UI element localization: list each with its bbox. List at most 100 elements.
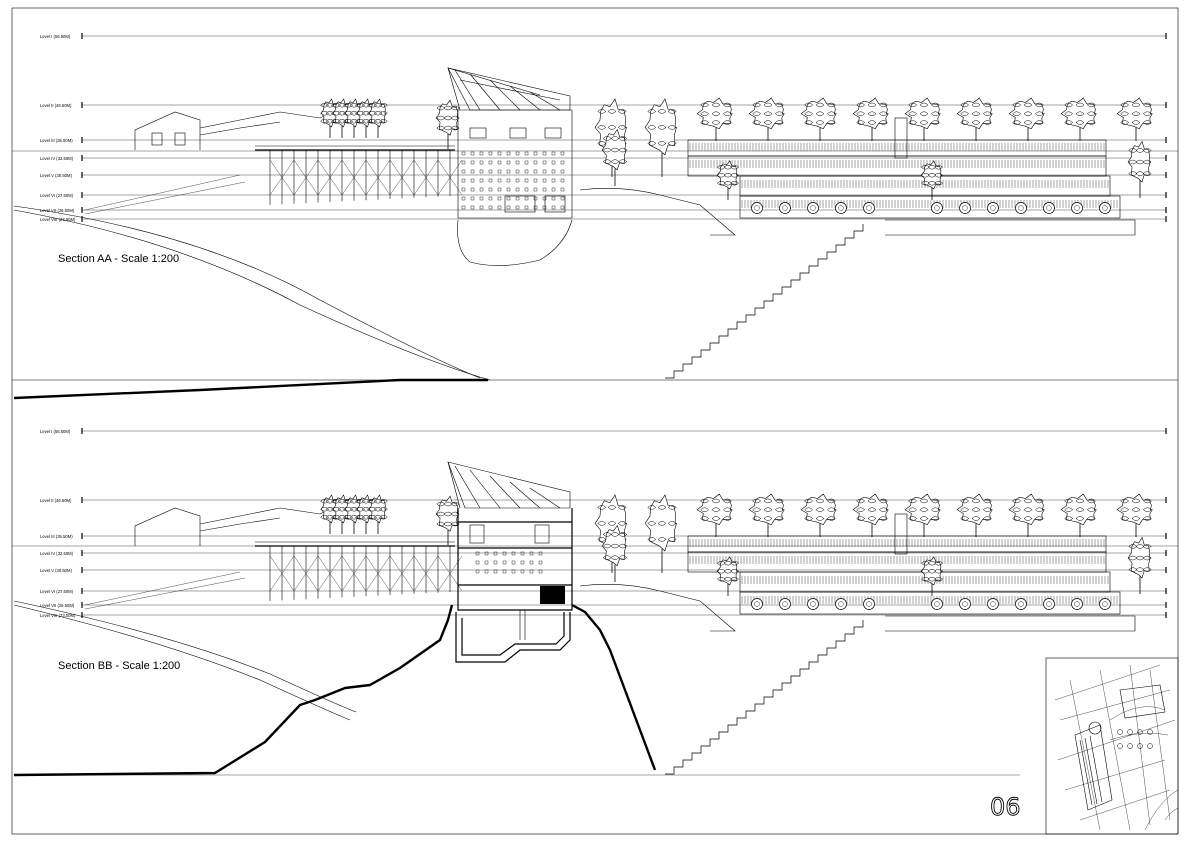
shrub: [807, 202, 819, 214]
window: [461, 169, 466, 174]
shrub: [987, 202, 999, 214]
window: [538, 551, 543, 556]
pier-brace: [389, 159, 415, 196]
window: [542, 178, 547, 183]
window: [488, 169, 493, 174]
window: [551, 187, 556, 192]
window: [529, 569, 534, 574]
terrain-line: [13, 205, 481, 379]
window: [551, 160, 556, 165]
window: [524, 151, 529, 156]
key-plan-tree: [1137, 729, 1143, 735]
window: [551, 196, 556, 201]
window: [479, 187, 484, 192]
window: [560, 205, 565, 210]
shrub: [835, 598, 847, 610]
window: [515, 205, 520, 210]
level-label: Level II (46.50M): [40, 103, 72, 108]
stair-profile: [665, 224, 864, 379]
window: [461, 196, 466, 201]
stair-profile: [665, 620, 864, 775]
window: [479, 178, 484, 183]
window: [551, 178, 556, 183]
window: [497, 151, 502, 156]
window: [506, 151, 511, 156]
window: [520, 569, 525, 574]
pier-structure: [255, 541, 463, 601]
window: [479, 151, 484, 156]
window: [511, 551, 516, 556]
tree: [956, 97, 993, 141]
key-plan-tree: [1137, 743, 1143, 749]
window: [502, 551, 507, 556]
window: [542, 205, 547, 210]
key-plan-tree: [1127, 743, 1133, 749]
window: [488, 178, 493, 183]
level-label: Level VI (27.50M): [40, 193, 74, 198]
window: [470, 187, 475, 192]
shrub: [1043, 598, 1055, 610]
pier-brace: [293, 159, 319, 196]
level-labels-aa: Level I (56.50M) Level II (46.50M) Level…: [40, 34, 76, 222]
level-labels-bb: Level I (56.50M) Level II (46.50M) Level…: [40, 429, 76, 618]
window: [488, 196, 493, 201]
window: [551, 169, 556, 174]
window: [551, 205, 556, 210]
window: [497, 178, 502, 183]
terrain-line: [13, 604, 351, 721]
pier-structure: [255, 145, 463, 205]
tree: [1127, 140, 1152, 198]
shrub: [835, 202, 847, 214]
shrub: [779, 202, 791, 214]
tree: [904, 493, 941, 537]
window: [470, 160, 475, 165]
tree: [748, 493, 785, 537]
window: [479, 196, 484, 201]
pier-brace: [365, 159, 391, 196]
tree: [1127, 536, 1152, 594]
page-number: 06: [990, 793, 1021, 821]
window: [488, 187, 493, 192]
level-label: Level VIII (23.50M): [40, 217, 76, 222]
shrub: [1099, 598, 1111, 610]
window: [560, 151, 565, 156]
window: [470, 169, 475, 174]
window: [533, 187, 538, 192]
tree: [920, 556, 943, 596]
tree: [748, 97, 785, 141]
window: [538, 560, 543, 565]
key-plan-tree: [1147, 743, 1153, 749]
window: [484, 569, 489, 574]
window: [511, 560, 516, 565]
window: [511, 569, 516, 574]
pier-brace: [365, 555, 391, 592]
tree: [1008, 493, 1045, 537]
level-label: Level VII (26.50M): [40, 208, 75, 213]
window: [479, 160, 484, 165]
sheet-border: [11, 7, 1179, 835]
tree: [1060, 97, 1097, 141]
window: [533, 160, 538, 165]
shrub: [751, 202, 763, 214]
tree: [368, 98, 388, 138]
window: [533, 178, 538, 183]
window: [560, 187, 565, 192]
window: [538, 569, 543, 574]
level-label: Level III (35.50M): [40, 534, 73, 539]
pier-brace: [413, 555, 439, 592]
window: [560, 196, 565, 201]
key-plan: [1045, 657, 1179, 835]
level-label: Level V (30.50M): [40, 173, 72, 178]
shrub: [987, 598, 999, 610]
window: [524, 205, 529, 210]
tree: [800, 493, 837, 537]
shrub: [1071, 598, 1083, 610]
terrain-line: [84, 181, 246, 215]
level-label: Level VIII (23.50M): [40, 613, 76, 618]
tree: [644, 494, 677, 573]
central-tower: [447, 67, 573, 266]
window: [515, 169, 520, 174]
shrub: [863, 202, 875, 214]
window: [506, 178, 511, 183]
window: [506, 169, 511, 174]
